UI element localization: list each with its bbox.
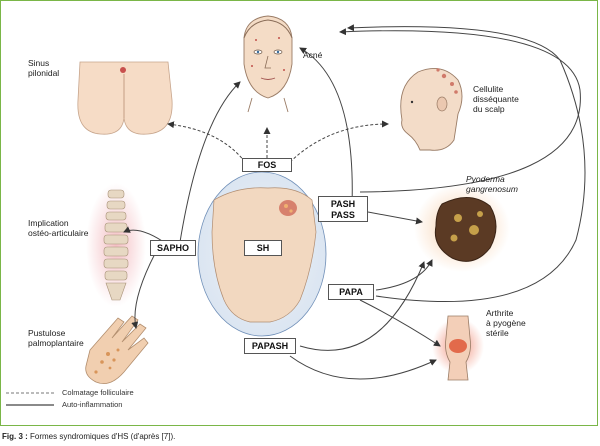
- box-sh: SH: [244, 240, 282, 256]
- scalp-head-illustration: [400, 67, 463, 151]
- buttocks-illustration: [77, 61, 173, 135]
- caption-text: Formes syndromiques d'HS (d'après [7]).: [27, 432, 176, 441]
- label-cellulite: Cellulite disséquante du scalp: [473, 84, 519, 114]
- solid-arrows: [123, 24, 586, 380]
- legend-dashed-label: Colmatage folliculaire: [62, 388, 134, 397]
- hand-illustration: [85, 315, 149, 385]
- label-pyoderma: Pyoderma gangrenosum: [466, 174, 518, 194]
- dashed-arrows: [167, 120, 389, 163]
- legend-solid-label: Auto-inflammation: [62, 400, 123, 409]
- label-sinus-pilonidal: Sinus pilonidal: [28, 58, 60, 78]
- box-papash: PAPASH: [244, 338, 296, 354]
- label-arthrite: Arthrite à pyogène stérile: [486, 308, 526, 338]
- box-pash: PASH PASS: [318, 196, 368, 222]
- label-acne: Acné: [303, 50, 323, 60]
- caption-prefix: Fig. 3 :: [2, 432, 28, 441]
- knee-illustration: [432, 315, 484, 381]
- box-sapho: SAPHO: [150, 240, 196, 256]
- acne-head-illustration: [243, 15, 293, 113]
- pyoderma-lesion-illustration: [414, 184, 510, 272]
- label-pustulose: Pustulose palmoplantaire: [28, 328, 84, 348]
- diagram-canvas: [6, 15, 586, 406]
- spine-illustration: [86, 183, 146, 307]
- box-papa: PAPA: [328, 284, 374, 300]
- label-implication: Implication ostéo-articulaire: [28, 218, 89, 238]
- figure-caption: Fig. 3 : Formes syndromiques d'HS (d'apr…: [2, 432, 175, 441]
- box-fos: FOS: [242, 158, 292, 172]
